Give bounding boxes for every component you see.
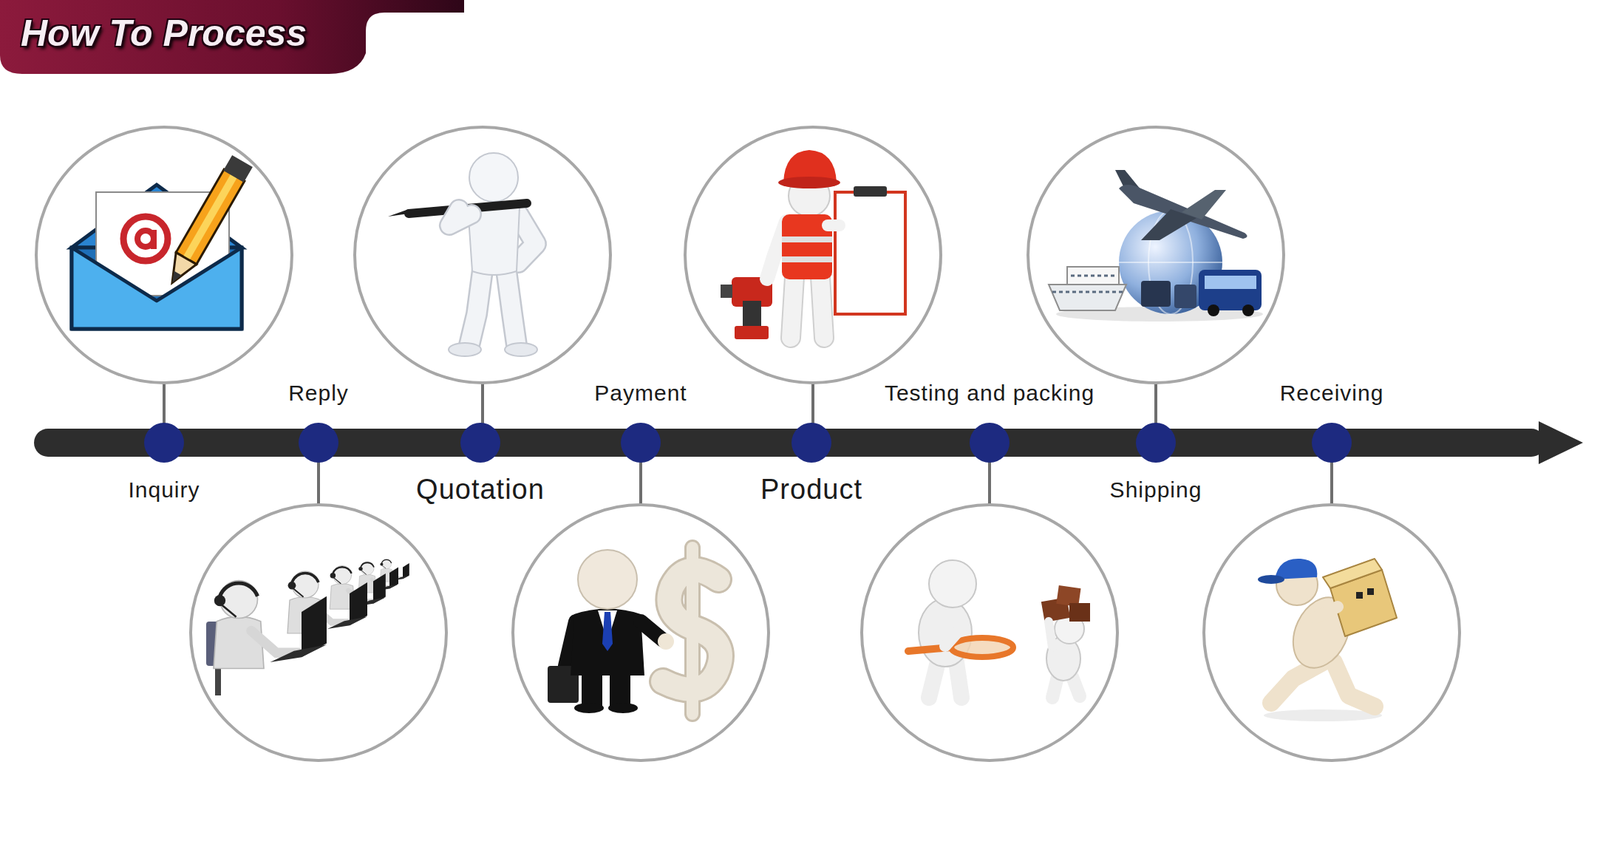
envelope-icon bbox=[71, 155, 253, 329]
timeline-arrow bbox=[33, 421, 1584, 465]
payment-icon bbox=[547, 547, 721, 714]
step-label: Shipping bbox=[1107, 477, 1206, 504]
worker-figure bbox=[720, 150, 906, 340]
picture-circles bbox=[36, 127, 1460, 761]
step-label: Quotation bbox=[413, 473, 548, 507]
transport-icon bbox=[1048, 169, 1264, 322]
step-label: Inquiry bbox=[124, 477, 203, 504]
page-title: How To Process bbox=[20, 13, 307, 54]
call-centre-icon bbox=[206, 558, 410, 696]
step-label: Payment bbox=[591, 380, 690, 407]
step-label: Product bbox=[757, 473, 866, 507]
testing-packing-icon bbox=[908, 560, 1091, 698]
timeline-dots bbox=[144, 422, 1352, 463]
figure-with-pen bbox=[387, 152, 538, 357]
title-banner bbox=[0, 0, 465, 74]
step-label: Receiving bbox=[1277, 380, 1388, 407]
step-label: Testing and packing bbox=[881, 380, 1098, 407]
courier-figure bbox=[1257, 558, 1397, 722]
step-label: Reply bbox=[285, 380, 352, 407]
